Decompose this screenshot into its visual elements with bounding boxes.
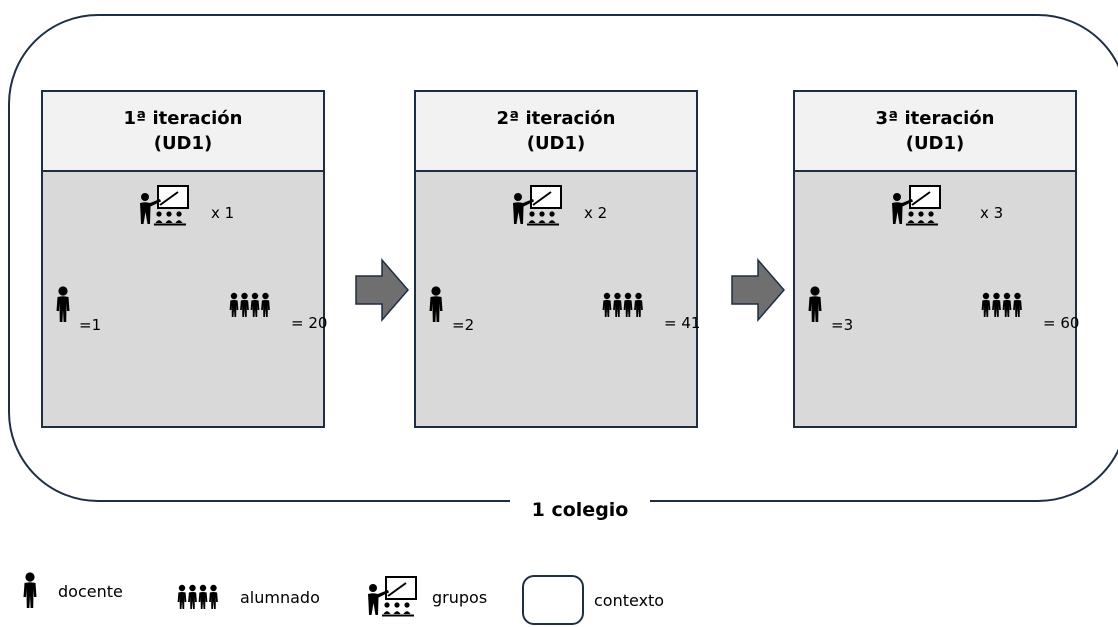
group-count: x 3 bbox=[980, 204, 1004, 222]
teacher-count: =3 bbox=[831, 316, 854, 334]
students-group-icon bbox=[176, 584, 220, 610]
legend-label: docente bbox=[58, 581, 123, 601]
iteration-title: 3ª iteración bbox=[875, 108, 995, 129]
teacher-person-icon bbox=[808, 286, 822, 322]
iteration-unit: (UD1) bbox=[153, 133, 213, 154]
legend-label: grupos bbox=[432, 587, 488, 607]
students-group-icon bbox=[980, 292, 1024, 318]
teacher-person-icon bbox=[23, 572, 37, 608]
iteration-box-3: 3ª iteración (UD1) x 3 =3 = 60 bbox=[793, 90, 1080, 428]
legend-label: alumnado bbox=[240, 587, 320, 607]
teacher-person-icon bbox=[429, 286, 443, 322]
iteration-title: 2ª iteración bbox=[496, 108, 616, 129]
student-count: = 41 bbox=[664, 314, 701, 332]
iteration-unit: (UD1) bbox=[526, 133, 586, 154]
classroom-board-icon bbox=[512, 185, 562, 227]
context-label: 1 colegio bbox=[510, 491, 650, 525]
students-group-icon bbox=[228, 292, 272, 318]
iteration-title: 1ª iteración bbox=[123, 108, 243, 129]
iteration-unit: (UD1) bbox=[905, 133, 965, 154]
student-count: = 60 bbox=[1043, 314, 1080, 332]
classroom-board-icon bbox=[139, 185, 189, 227]
iteration-header: 3ª iteración (UD1) bbox=[795, 92, 1075, 172]
legend-label: contexto bbox=[594, 590, 665, 610]
rounded-rect-context-icon bbox=[522, 575, 584, 625]
right-arrow-icon bbox=[355, 258, 409, 322]
iteration-box-2: 2ª iteración (UD1) x 2 =2 = 41 bbox=[414, 90, 701, 428]
iteration-header: 2ª iteración (UD1) bbox=[416, 92, 696, 172]
legend-alumnado: alumnado bbox=[176, 584, 320, 610]
right-arrow-icon bbox=[731, 258, 785, 322]
iteration-header: 1ª iteración (UD1) bbox=[43, 92, 323, 172]
student-count: = 20 bbox=[291, 314, 328, 332]
group-count: x 1 bbox=[211, 204, 235, 222]
legend-contexto: contexto bbox=[522, 575, 664, 625]
teacher-person-icon bbox=[56, 286, 70, 322]
teacher-count: =2 bbox=[452, 316, 475, 334]
legend-docente: docente bbox=[20, 572, 123, 610]
legend-grupos: grupos bbox=[364, 575, 487, 619]
students-group-icon bbox=[601, 292, 645, 318]
classroom-board-icon bbox=[367, 576, 417, 618]
teacher-count: =1 bbox=[79, 316, 102, 334]
group-count: x 2 bbox=[584, 204, 608, 222]
classroom-board-icon bbox=[891, 185, 941, 227]
iteration-box-1: 1ª iteración (UD1) x 1 =1 = 20 bbox=[41, 90, 328, 428]
